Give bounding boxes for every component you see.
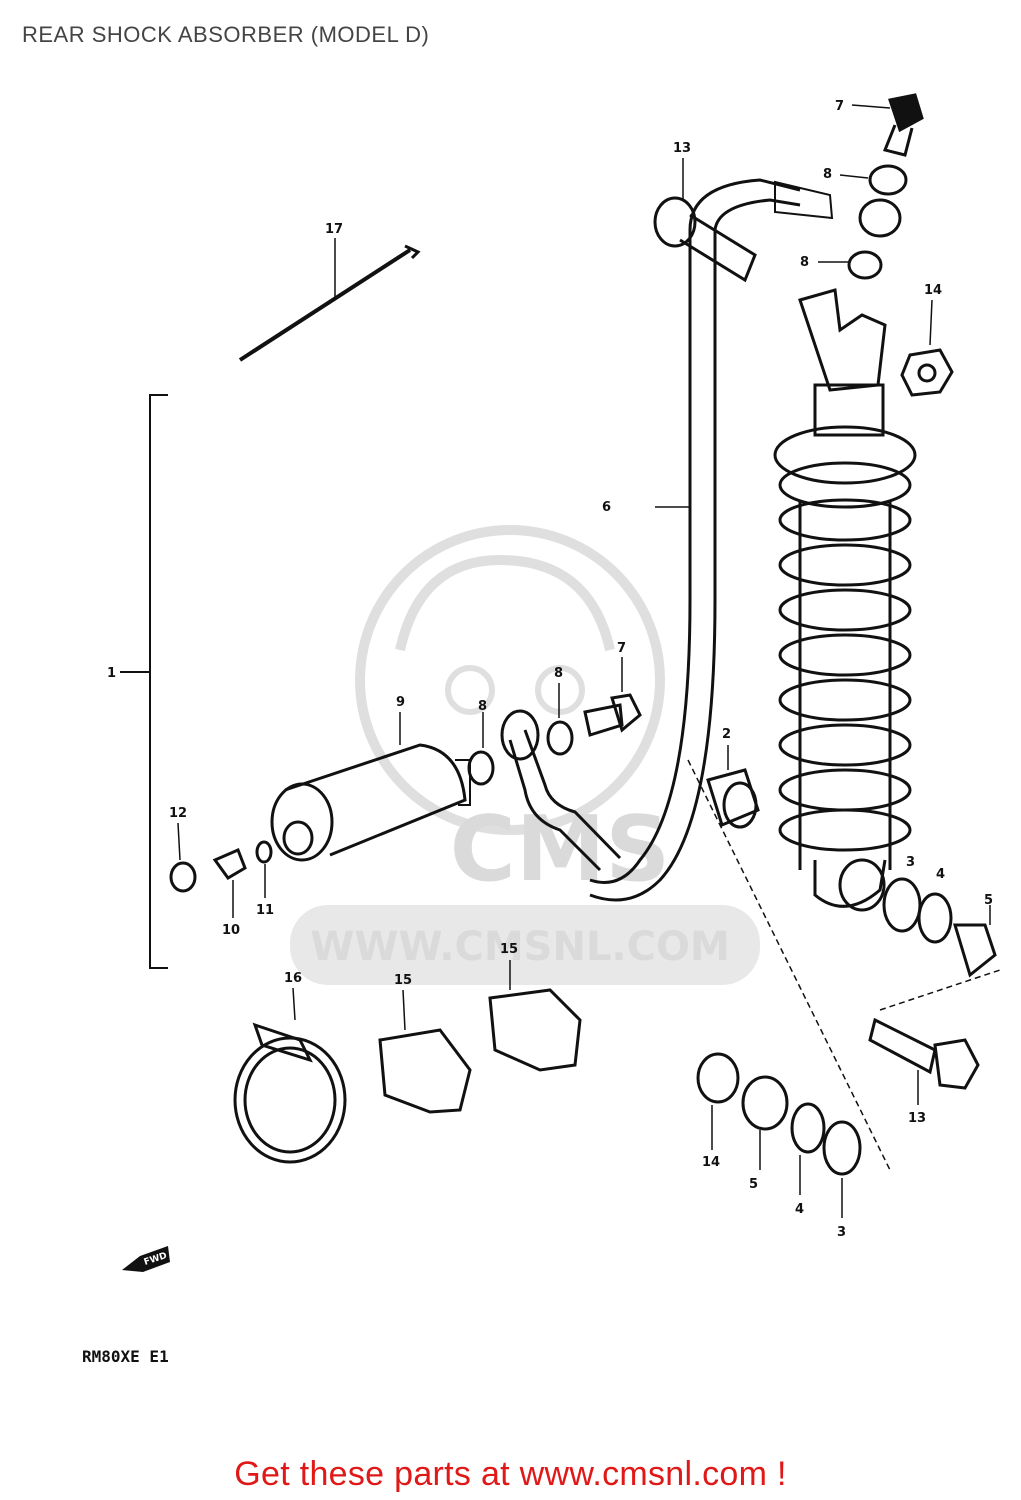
cushion-blocks-part bbox=[378, 960, 582, 1114]
footer-parts-link[interactable]: Get these parts at www.cmsnl.com ! bbox=[234, 1455, 787, 1493]
callout-13: 13 bbox=[673, 141, 691, 156]
shock-absorber-part bbox=[773, 288, 917, 912]
callout-1: 1 bbox=[107, 666, 116, 681]
callout-12: 12 bbox=[169, 806, 187, 821]
callout-8: 8 bbox=[800, 255, 809, 270]
bush-set-right-part bbox=[879, 877, 1001, 1011]
callout-17: 17 bbox=[325, 222, 343, 237]
callout-8: 8 bbox=[554, 666, 563, 681]
watermark-logo: WWW.CMSNL.COM CMS bbox=[290, 525, 760, 985]
bolt-top-part bbox=[653, 158, 757, 283]
callout-14: 14 bbox=[924, 283, 942, 298]
hose-clamp-part bbox=[233, 987, 347, 1164]
watermark-cms: CMS bbox=[450, 797, 670, 902]
callout-7: 7 bbox=[835, 99, 844, 114]
callout-5: 5 bbox=[984, 893, 993, 908]
fwd-arrow-icon: FWD bbox=[122, 1246, 170, 1272]
callout-6: 6 bbox=[602, 500, 611, 515]
valve-cap-set-part bbox=[169, 822, 273, 918]
nut-top-part bbox=[900, 299, 954, 397]
drawing-code: RM80XE E1 bbox=[82, 1347, 169, 1366]
callout-3: 3 bbox=[837, 1225, 846, 1240]
callout-5: 5 bbox=[749, 1177, 758, 1192]
callout-8: 8 bbox=[823, 167, 832, 182]
callout-7: 7 bbox=[617, 641, 626, 656]
callout-13: 13 bbox=[908, 1111, 926, 1126]
callout-2: 2 bbox=[722, 727, 731, 742]
callout-3: 3 bbox=[906, 855, 915, 870]
callout-8: 8 bbox=[478, 699, 487, 714]
callout-4: 4 bbox=[795, 1202, 804, 1217]
bolt-lower-part bbox=[868, 1017, 980, 1105]
callout-11: 11 bbox=[256, 903, 274, 918]
page-title: REAR SHOCK ABSORBER (MODEL D) bbox=[22, 22, 430, 47]
bushing-part bbox=[687, 745, 891, 1171]
group-bracket bbox=[120, 394, 168, 969]
watermark-text: WWW.CMSNL.COM bbox=[310, 924, 730, 970]
cable-tie-part bbox=[238, 238, 421, 362]
banjo-bolt-top-part bbox=[818, 93, 924, 280]
callout-4: 4 bbox=[936, 867, 945, 882]
washer-bolt-middle-part bbox=[467, 657, 642, 786]
reservoir-part bbox=[270, 712, 471, 862]
callout-16: 16 bbox=[284, 971, 302, 986]
callout-14: 14 bbox=[702, 1155, 720, 1170]
bush-set-lower-part bbox=[696, 1052, 862, 1218]
callout-9: 9 bbox=[396, 695, 405, 710]
callout-15: 15 bbox=[394, 973, 412, 988]
reservoir-hose-part bbox=[500, 178, 834, 902]
callout-15: 15 bbox=[500, 942, 518, 957]
callout-10: 10 bbox=[222, 923, 240, 938]
